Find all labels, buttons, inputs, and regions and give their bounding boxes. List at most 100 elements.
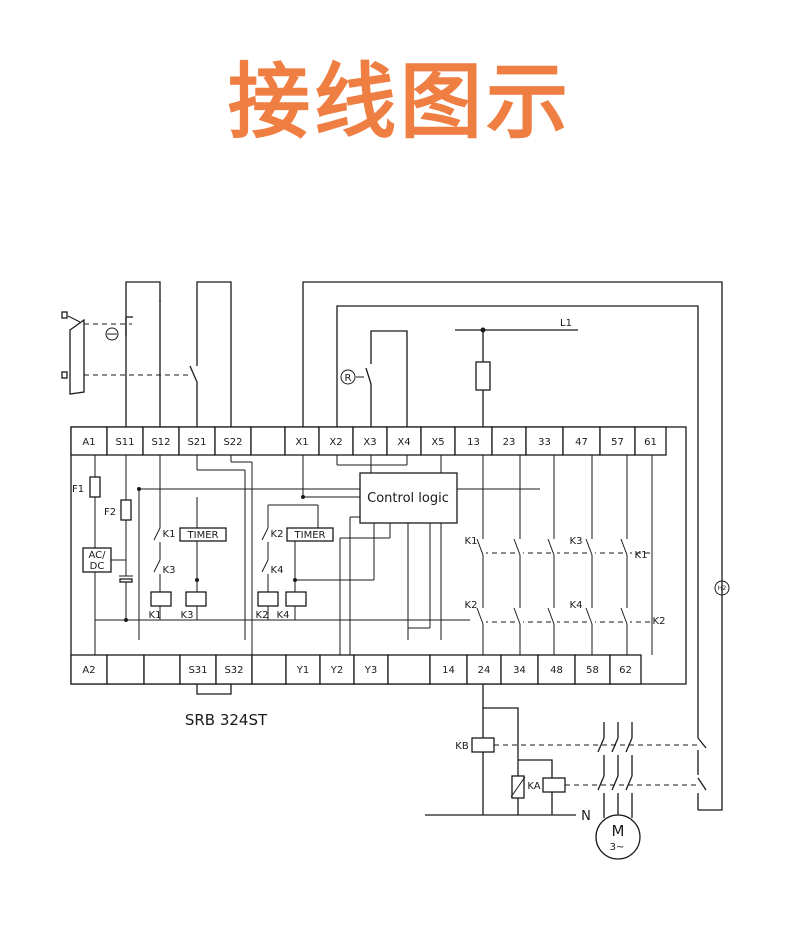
coil-k4-label: K4 [277,610,290,621]
terminal-top-cell [106,426,144,456]
contactor-coil-kb [471,737,495,753]
sensor-contacts [105,281,232,427]
terminal-bottom-label: 14 [442,665,455,676]
main-contact-ka [625,775,633,791]
terminal-top-label: 47 [575,437,588,448]
terminal-top-label: 33 [538,437,551,448]
contact-gap [480,608,486,624]
contact-blade [547,538,555,556]
terminal-top-cell [525,426,564,456]
contact-gap [551,608,557,624]
terminal-top-label: 13 [467,437,480,448]
coil-k1-label: K1 [149,610,162,621]
terminal-bottom-cell [106,654,145,685]
terminal-top-label: 23 [503,437,516,448]
out-k2b-label: K2 [653,616,666,627]
terminal-bottom-label: 58 [586,665,599,676]
terminal-top-label: S12 [151,437,170,448]
out-k1-label: K1 [465,536,478,547]
contact-blade [547,607,555,625]
terminal-top-cell [634,426,667,456]
contact-blade [585,607,593,625]
fuse-f1 [89,476,101,498]
terminal-bottom-label: 48 [550,665,563,676]
main-contact-kb [611,737,619,753]
timer-2-label: TIMER [294,530,326,541]
terminal-bottom-cell [353,654,389,685]
terminal-bottom-label: 24 [478,665,491,676]
ch2-k4-label: K4 [271,565,284,576]
contact-gap [589,608,595,624]
f1-label: F1 [72,484,84,495]
terminal-bottom-label: 34 [513,665,526,676]
terminal-top-label: X3 [363,437,376,448]
coil-k3-label: K3 [181,610,194,621]
terminal-bottom-cell [319,654,355,685]
timer-1-label: TIMER [187,530,219,541]
terminal-top-cell [142,426,180,456]
contact-gap [517,539,523,555]
relay-coil-k4 [285,591,307,607]
internal-input-circuit: F1 AC/ DC F2 [72,455,540,655]
terminal-top-cell [454,426,493,456]
contact-gap [517,608,523,624]
reset-button: R [340,330,408,427]
relay-coil-k2 [257,591,279,607]
feedback-loop: H2 [302,281,730,811]
channel-2-circuit: K2 K4 TIMER K2 K4 [256,455,374,621]
terminal-bottom-cell [215,654,253,685]
terminal-top-cell [70,426,108,456]
output-contacts: K1 K2 K3 K4 K1 K2 [465,455,666,655]
terminal-bottom-label: S31 [188,665,207,676]
main-contact-ka [611,775,619,791]
kb-label: KB [455,741,469,752]
main-contact-kb [597,737,605,753]
terminal-bottom-cell [143,654,181,685]
control-logic-block [359,472,458,524]
contact-blade [513,607,521,625]
n-label: N [581,809,591,824]
fuse-f2 [120,499,132,521]
contact-blade [585,538,593,556]
ka-label: KA [527,781,540,792]
out-k4-label: K4 [570,600,583,611]
terminal-bottom-label: S32 [224,665,243,676]
h2-label: H2 [718,585,727,592]
terminal-bottom-cell [429,654,468,685]
contact-blade [620,538,628,556]
power-supply-block [82,547,112,573]
out-k2-label: K2 [465,600,478,611]
terminal-top-label: 61 [644,437,657,448]
out-k1b-label: K1 [635,550,648,561]
contact-gap [480,539,486,555]
contact-gap [589,539,595,555]
contact-gap [624,608,630,624]
control-logic-label: Control logic [367,491,449,506]
terminal-bottom-label: 62 [619,665,632,676]
h2-marker [714,580,730,596]
terminal-top-cell [491,426,527,456]
terminal-top-label: A1 [82,437,95,448]
terminal-top-label: S11 [115,437,134,448]
terminal-top-cell [562,426,601,456]
motor-label: M [612,822,625,840]
page-title: 接线图示 [227,55,572,150]
relay-coil-k1 [150,591,172,607]
main-contact-ka [597,775,605,791]
safety-sensor [61,311,190,395]
coil-k2-label: K2 [256,610,269,621]
load-circuit: KB KA N [425,684,707,824]
terminal-top-cell [420,426,456,456]
terminal-top-label: X1 [295,437,308,448]
contactor-coil-ka [542,777,566,793]
relay-coil-k3 [185,591,207,607]
terminal-top-cell [599,426,636,456]
terminal-bottom-label: Y3 [364,665,377,676]
terminal-bottom-cell [387,654,431,685]
contact-gap [551,539,557,555]
f2-label: F2 [104,507,116,518]
terminal-top-label: X4 [397,437,410,448]
timer-block-2 [286,527,334,542]
